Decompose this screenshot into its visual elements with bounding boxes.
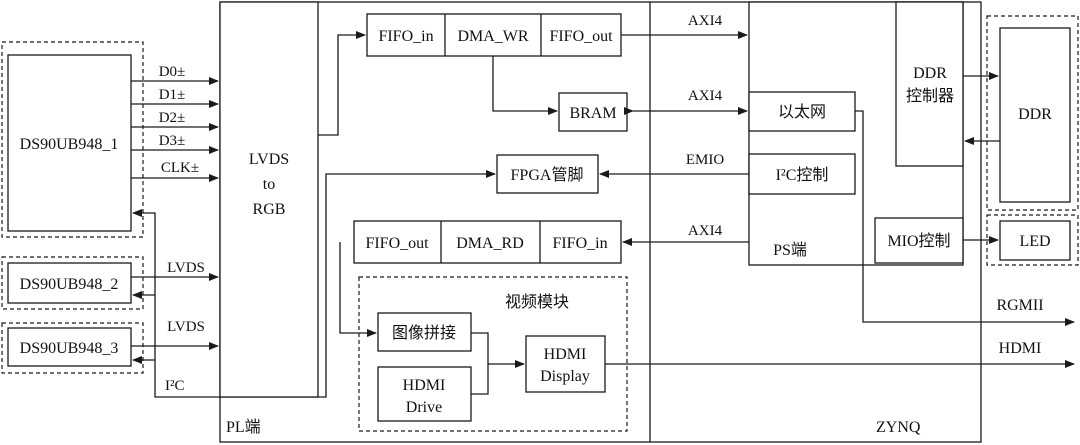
read-chain-block bbox=[353, 220, 622, 264]
led-block bbox=[999, 220, 1071, 261]
ds2-dashed-group bbox=[1, 256, 144, 310]
ddr-controller-line1: DDR bbox=[913, 65, 947, 82]
image-stitch-block bbox=[377, 312, 472, 352]
i2c-to-fpga-pins-arrow bbox=[325, 170, 496, 178]
axi4-bottom-label: AXI4 bbox=[688, 223, 723, 239]
hdmi-drive-line2: Drive bbox=[406, 399, 442, 416]
hdmi-output-label: HDMI bbox=[999, 340, 1042, 357]
dma-wr-label: DMA_WR bbox=[457, 28, 528, 45]
d1-label: D1± bbox=[159, 87, 186, 103]
clk-label: CLK± bbox=[161, 160, 199, 176]
lvds-to-rgb-line2: to bbox=[263, 176, 275, 193]
ddr-dashed-group bbox=[986, 15, 1079, 211]
fifo-out-top-label: FIFO_out bbox=[549, 28, 613, 45]
lvds3-label: LVDS bbox=[167, 319, 205, 335]
fifo-to-stitch-arrow bbox=[339, 242, 377, 337]
i2c-control-block bbox=[748, 153, 856, 195]
emio-label: EMIO bbox=[686, 152, 724, 168]
ds90ub948-3-label: DS90UB948_3 bbox=[20, 340, 119, 357]
d2-label: D2± bbox=[159, 110, 186, 126]
lvds-to-rgb-block bbox=[219, 1, 319, 398]
i2c-bus-ds1 bbox=[132, 178, 327, 398]
stitch-merge-line bbox=[471, 332, 489, 364]
ddr-label: DDR bbox=[1018, 106, 1052, 123]
mio-control-label: MIO控制 bbox=[887, 232, 950, 250]
bram-block bbox=[558, 92, 628, 132]
axi4-top-label: AXI4 bbox=[688, 13, 723, 29]
hdmi-drive-block bbox=[377, 366, 472, 422]
ethernet-block bbox=[748, 91, 856, 132]
ds90ub948-1-block bbox=[7, 54, 132, 232]
ddr-controller-block bbox=[895, 1, 964, 167]
rgmii-output-label: RGMII bbox=[996, 297, 1043, 314]
image-stitch-label: 图像拼接 bbox=[392, 324, 456, 342]
ds90ub948-3-block bbox=[7, 327, 132, 367]
ethernet-label: 以太网 bbox=[778, 103, 826, 121]
fifo-out-bottom-label: FIFO_out bbox=[365, 235, 429, 252]
zynq-label: ZYNQ bbox=[876, 419, 921, 436]
axi4-bram-label: AXI4 bbox=[688, 88, 723, 104]
fifo-in-top-label: FIFO_in bbox=[378, 28, 433, 45]
video-module-group bbox=[358, 276, 628, 432]
to-hdmi-display-arrow bbox=[471, 360, 525, 395]
ddr-controller-line2: 控制器 bbox=[906, 87, 954, 105]
video-module-label: 视频模块 bbox=[505, 293, 569, 311]
hdmi-drive-line1: HDMI bbox=[403, 377, 446, 394]
rgb-to-fifo-in-arrow bbox=[318, 31, 366, 136]
fpga-pins-block bbox=[496, 154, 599, 194]
ds90ub948-2-label: DS90UB948_2 bbox=[20, 276, 119, 293]
lvds2-label: LVDS bbox=[167, 260, 205, 276]
fifo-in-bottom-label: FIFO_in bbox=[552, 235, 607, 252]
d0-label: D0± bbox=[159, 64, 186, 80]
pl-side-label: PL端 bbox=[226, 418, 261, 436]
dma-to-bram-arrow bbox=[492, 56, 558, 115]
write-chain-block bbox=[366, 13, 622, 57]
rgmii-output-arrow bbox=[855, 110, 1075, 326]
bram-label: BRAM bbox=[569, 105, 616, 122]
ds90ub948-1-label: DS90UB948_1 bbox=[20, 136, 119, 153]
d3-label: D3± bbox=[159, 133, 186, 149]
ds90ub948-2-block bbox=[7, 262, 132, 304]
ds3-dashed-group bbox=[1, 322, 144, 374]
i2c-control-label: I²C控制 bbox=[776, 166, 829, 184]
hdmi-display-line2: Display bbox=[540, 368, 590, 385]
ds1-dashed-group bbox=[1, 41, 144, 238]
ps-side-label: PS端 bbox=[773, 241, 807, 259]
lvds-to-rgb-line3: RGB bbox=[253, 201, 286, 218]
led-label: LED bbox=[1019, 233, 1050, 250]
i2c-label: I²C bbox=[165, 378, 185, 394]
dma-rd-label: DMA_RD bbox=[456, 235, 524, 252]
led-dashed-group bbox=[986, 214, 1079, 266]
hdmi-display-line1: HDMI bbox=[544, 346, 587, 363]
fpga-pins-label: FPGA管脚 bbox=[511, 166, 584, 184]
ddr-block bbox=[999, 27, 1071, 203]
lvds-to-rgb-line1: LVDS bbox=[249, 151, 289, 168]
